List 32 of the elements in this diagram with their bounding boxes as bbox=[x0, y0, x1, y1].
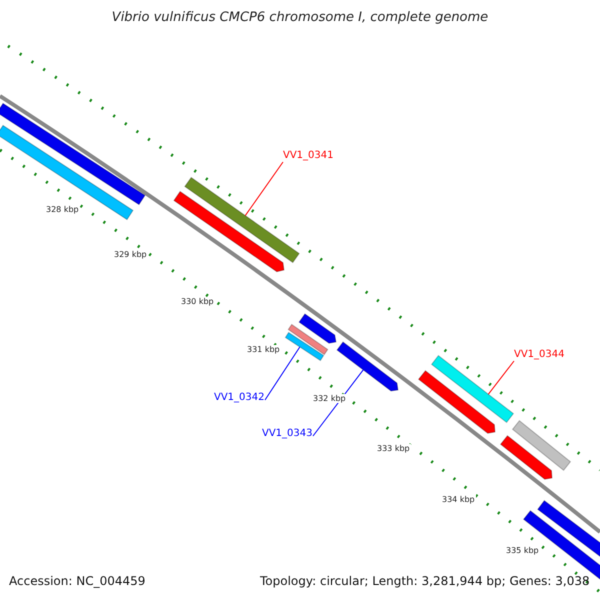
gene-bar bbox=[0, 102, 146, 206]
tick-label: 328 kbp bbox=[45, 205, 80, 214]
footer-text: Accession: NC_004459 bbox=[9, 574, 146, 588]
gene-label: VV1_0341 bbox=[283, 150, 334, 162]
tick-label: 329 kbp bbox=[113, 250, 148, 259]
tick-label: 331 kbp bbox=[246, 345, 281, 354]
gene-bar bbox=[284, 332, 324, 362]
gene-bar bbox=[173, 190, 285, 272]
tick-label: 334 kbp bbox=[441, 495, 476, 504]
gene-bar bbox=[418, 370, 496, 434]
footer-text: Topology: circular; Length: 3,281,944 bp; Genes: 3,038 bbox=[260, 574, 590, 588]
leader-line bbox=[264, 346, 300, 400]
gene-bar bbox=[184, 176, 300, 264]
gene-bar bbox=[512, 420, 572, 471]
gene-label: VV1_0343 bbox=[262, 428, 312, 440]
title: Vibrio vulnificus CMCP6 chromosome I, complete genome bbox=[110, 10, 490, 25]
gene-bar bbox=[336, 341, 399, 392]
tick-label: 330 kbp bbox=[180, 297, 215, 306]
tick-label: 335 kbp bbox=[505, 546, 540, 555]
tick-label: 333 kbp bbox=[376, 444, 411, 453]
gene-bar bbox=[537, 500, 600, 559]
gene-bar bbox=[298, 313, 337, 344]
gene-bar bbox=[0, 124, 134, 220]
leader-line bbox=[488, 360, 514, 395]
leader-line bbox=[244, 162, 284, 216]
gene-label: VV1_0344 bbox=[514, 349, 564, 361]
gene-bar bbox=[288, 324, 328, 356]
gene-label: VV1_0342 bbox=[214, 392, 264, 404]
tick-label: 332 kbp bbox=[312, 394, 347, 403]
gene-bar bbox=[500, 435, 553, 480]
gene-bar bbox=[430, 354, 514, 424]
leader-line bbox=[312, 369, 364, 436]
